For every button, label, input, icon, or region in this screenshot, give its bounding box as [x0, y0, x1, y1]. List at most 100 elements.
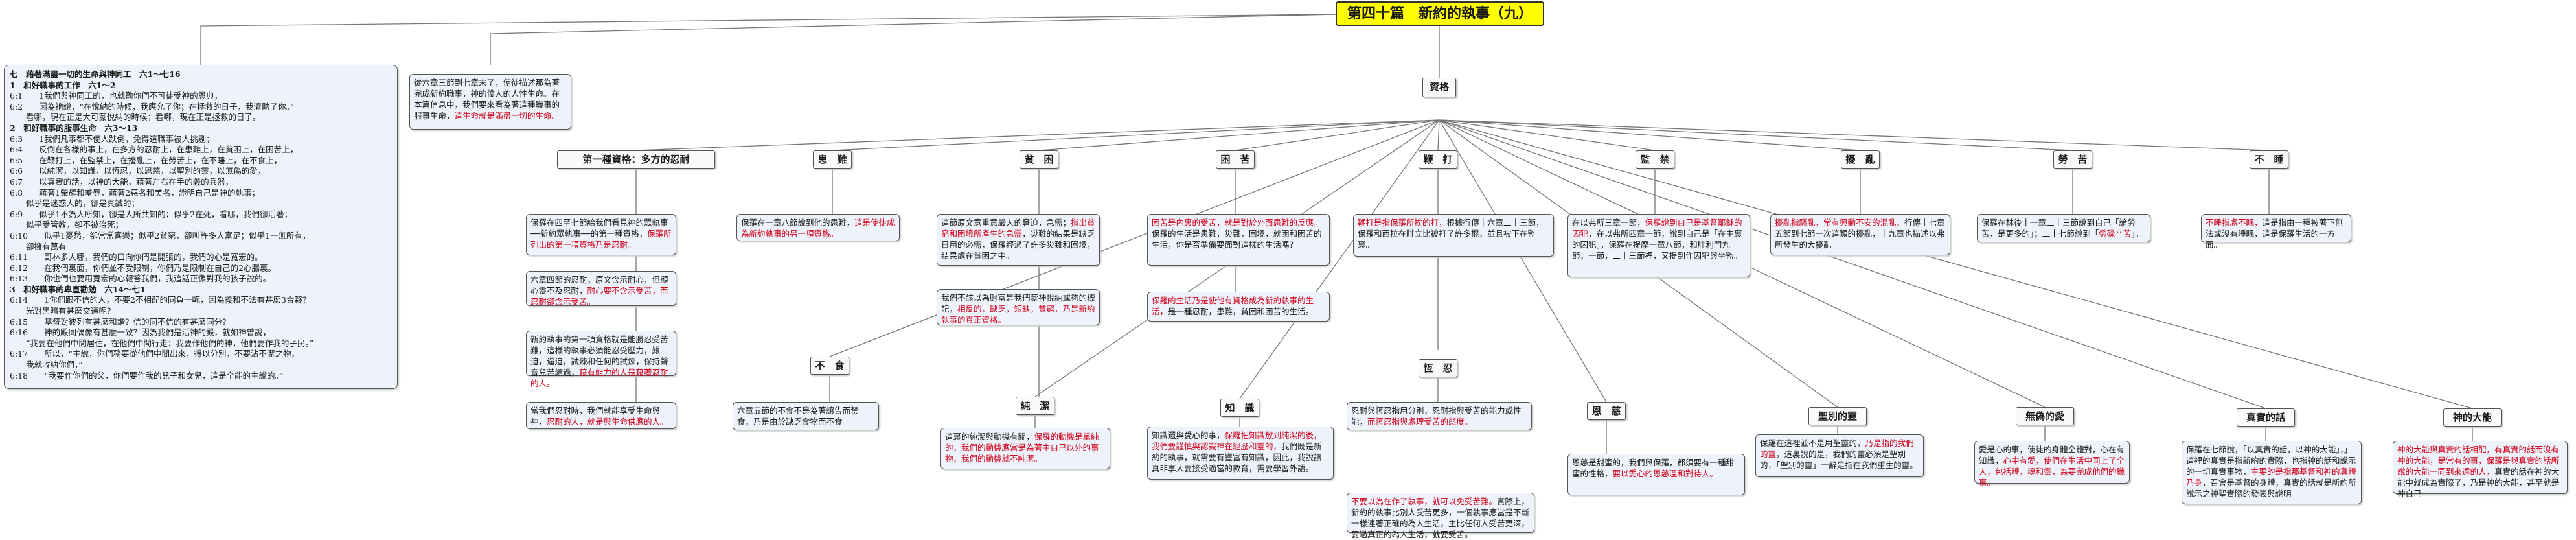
note-text: 當我們忍耐時，我們就能享受生命與神，: [530, 406, 661, 427]
verse-line: 6:1 1我們與神同工的，也就勸你們不可徒受神的恩典，: [10, 91, 223, 101]
note-distress-1: 困苦是內裏的受苦，就是對於外面患難的反應。保羅的生活是患難，災難，困境，就困和困…: [1147, 214, 1330, 266]
note-text: 是一種忍耐，患難，貧困和困苦的生活。: [1168, 307, 1314, 316]
note-text: ，災難的結果是缺乏日用的必需，保羅經過了許多災難和困境，結果處在貧困之中。: [941, 229, 1095, 261]
category-longsuffering: 恆 忍: [1419, 359, 1457, 377]
note-text: 保羅把知識放到純潔的後，我們要謹慎與認識神在經歷和靈的，: [1152, 430, 1322, 451]
note-text: 根據行傳十六章二十三節，保羅和西拉在腓立比被打了許多棍，並且被下在監裏。: [1358, 218, 1544, 250]
verse-line: 我就收納你們，”: [10, 360, 83, 370]
category-holy-spirit: 聖別的靈: [1808, 407, 1867, 425]
verse-line: 6:6 以純潔，以知識，以恆忍，以恩慈，以聖別的靈，以無偽的愛，: [10, 166, 266, 176]
note-text: 保羅的生活乃是使他有資格成為新約執事的生活，: [1152, 296, 1314, 316]
note-text: 」。: [2131, 229, 2144, 239]
note-fasting: 六章五節的不食不是為著讓告而禁食，乃是由於缺乏食物而不食。: [733, 402, 879, 430]
note-text: 忍耐的人，就是與生命供應的人。: [547, 417, 668, 427]
category-tumults: 擾 亂: [1841, 150, 1880, 169]
verse-line: 看哪，現在正是大可蒙悅納的時候；看哪，現在正是拯救的日子。: [10, 112, 261, 123]
note-text: 藉有能力的人是藉著忍耐的人。: [530, 368, 668, 388]
category-purity: 純 潔: [1016, 397, 1054, 415]
note-text: 保羅的生活是患難，災難，困境，就困和困苦的生活，你是否準備要面對這樣的生活嗎？: [1152, 229, 1322, 250]
category-word-of-truth: 真實的話: [2237, 408, 2295, 427]
verse-line: 6:16 神的殿同偶像有甚麼一致？因為我們是活神的殿，就如神曾說，: [10, 327, 271, 338]
verse-line: 6:9 似乎1不為人所知，卻是人所共知的；似乎2在死，看哪，我們卻活著；: [10, 209, 293, 219]
verse-line: 6:15 基督對彼列有甚麼和諧？信的同不信的有甚麼同分？: [10, 316, 231, 327]
category-kindness: 恩 慈: [1587, 402, 1626, 420]
verse-line: 6:17 所以，“主說，你們務要從他們中間出來，得以分別，不要沾不潔之物，: [10, 349, 299, 359]
verse-line: 光對黑暗有甚麼交通呢？: [10, 306, 115, 316]
note-text: 保羅在這裡並不是用聖靈的，: [1760, 438, 1865, 448]
note-text: 真實的話在神的大能中就成為實際了，乃是神的大能，甚至就是神自己。: [2397, 467, 2560, 499]
note-patience-3: 新約執事的第一項資格就是能勝忍受苦難，這樣的執事必須能忍受壓力，艱迫，逼迫，試煉…: [526, 331, 676, 388]
note-text: 要以愛心的恩慈溫和對待人。: [1612, 469, 1718, 478]
intro-note: 從六章三節到七章末了，使徒描述那為著完成新約職事，神的僕人的人性生命。在本篇信息…: [409, 74, 571, 130]
note-text: 這是使徒成為新約執事的另一項資格。: [741, 218, 895, 239]
note-distress-2: 保羅的生活乃是使他有資格成為新約執事的生活，是一種忍耐，患難，貧困和困苦的生活。: [1147, 292, 1330, 322]
category-patience: 第一種資格：多方的忍耐: [557, 150, 715, 169]
category-power-of-god: 神的大能: [2443, 408, 2502, 427]
note-patience-1: 保羅在四至七節給我們看見神的眾執事──新約眾執事──的第一種資格，保羅所列出的第…: [526, 214, 676, 255]
note-text: 不要以為在作了執事，就可以免受苦難。: [1351, 497, 1498, 506]
note-text: 這是指由一種被著下無法或沒有睡眠，這是保羅生活的一方面。: [2206, 218, 2343, 250]
note-unfeigned-love: 愛是心的事，使徒的身體全體對，心在有知識，心中有愛，使們在生活中同上了全人，包括…: [1974, 441, 2130, 487]
note-text: ，這裏說的是，我們的靈必須是聖別的，「聖別的靈」一辭是指在我們重生的靈。: [1760, 449, 1918, 470]
diagram-title: 第四十篇 新約的執事（九）: [1336, 1, 1544, 26]
note-kindness: 恩慈是甜蜜的，我們與保羅，都須要有一種甜蜜的性格，要以愛心的恩慈溫和對待人。: [1567, 454, 1745, 495]
verse-line: 6:18 “我要作你們的父，你們要作我的兒子和女兒，這是全能的主說的。”: [10, 370, 284, 381]
note-text: 乃是指的我們的靈: [1760, 438, 1914, 459]
note-text: 鞭打是指保羅所挨的打，: [1358, 218, 1447, 228]
note-holy-spirit: 保羅在這裡並不是用聖靈的，乃是指的我們的靈，這裏說的是，我們的靈必須是聖別的，「…: [1755, 434, 1924, 477]
category-poverty: 貧 困: [1020, 150, 1058, 169]
category-labors: 勞 苦: [2053, 150, 2092, 169]
note-text: 保羅在七節說，「以真實的話，以神的大能」，」這裡的真實是指新約的實際，也指神的話…: [2186, 445, 2356, 476]
note-knowledge: 知識還與愛心的事，保羅把知識放到純潔的後，我們要謹慎與認識神在經歷和靈的，我們既…: [1147, 427, 1334, 480]
verse-line: 6:4 反倒在各樣的事上，在多方的忍耐上，在患難上，在貧困上，在困苦上，: [10, 145, 299, 155]
category-affliction: 患 難: [813, 150, 852, 169]
note-labors: 保羅在林後十一章二十三節說到自己「論勞苦，是更多的」；二十七節說到「勞碌辛苦」。: [1977, 214, 2150, 242]
verse-line: 6:10 似乎1憂愁，卻常常喜樂；似乎2貧窮，卻叫許多人富足；似乎1一無所有，: [10, 230, 311, 241]
root-node: 資格: [1422, 78, 1456, 97]
verse-line: 似乎受管教，卻不被治死；: [10, 220, 124, 230]
note-tumults: 擾亂指騷亂，常有興動不安的混亂，行傳十七章五節到七節一次這類的擾亂，十九章也描述…: [1770, 214, 1950, 255]
note-poverty-2: 我們不該以為財富是我們蒙神悅納或夠的標記，相反的，缺乏，短缺，貧窮，乃是新約執事…: [937, 289, 1100, 325]
category-knowledge: 知 識: [1220, 399, 1259, 417]
note-text: 保羅的動機是單純的，我們的動機應當是為著主自己以外的事物，我們的動機就不純潔。: [945, 432, 1099, 464]
note-longsuffering: 忍耐與恆忍指用分別，忍耐指與受苦的能力或性能，而恆忍指與處理受苦的態度。: [1347, 402, 1532, 430]
note-power-of-god: 神的大能與真實的話相配，有真實的話而沒有神的大能，是常有的事，保羅是與真實的話所…: [2393, 441, 2568, 499]
note-text: 愛是心的事，使徒的身體全體對，心在有知識，: [1979, 445, 2125, 465]
note-text: 保羅在林後十一章二十三節說到自己「論勞苦，是更多的」；二十七節說到「: [1981, 218, 2136, 239]
note-text: 困苦是內裏的受苦，就是對於外面患難的反應。: [1152, 218, 1322, 228]
category-unfeigned-love: 無偽的愛: [2016, 407, 2074, 425]
category-prison: 監 禁: [1636, 150, 1674, 169]
verse-heading: 1 和好職事的工作 六1～2: [10, 80, 116, 90]
note-text: 我們既是新約的執事，就需要有豐富有知識，因此，我說讀真非享人要接受適當的教育，需…: [1152, 441, 1322, 473]
note-text: 相反的，缺乏，短缺，貧窮，乃是新約執事的真正資格。: [941, 304, 1095, 325]
note-word-of-truth: 保羅在七節說，「以真實的話，以神的大能」，」這裡的真實是指新約的實際，也指神的話…: [2182, 441, 2362, 504]
verse-line: 6:12 在我們裏面，你們並不受限制，你們乃是限制在自己的2心腸裏。: [10, 263, 277, 273]
note-text: 擾亂指騷亂，常有興動不安的混亂，: [1775, 218, 1905, 228]
category-sleepless: 不 睡: [2250, 150, 2288, 169]
note-text: 保羅說到自己是基督耶穌的囚犯: [1572, 218, 1742, 239]
note-text: 從六章三節到七章末了，使徒描述那為著完成新約職事，神的僕人的人性生命。在本篇信息…: [414, 78, 560, 121]
note-text: 忍耐與恆忍指用分別，忍耐指與受苦的能力或性能，: [1351, 406, 1522, 427]
note-beatings-2: 不要以為在作了執事，就可以免受苦難。實際上，新約的執事比別人受苦更多，一個執事應…: [1347, 493, 1534, 539]
note-text: 勞碌辛苦: [2099, 229, 2132, 239]
note-text: 神的大能與真實的話相配，有真實的話而沒有神的大能，是常有的事，保羅是與真實的話所…: [2397, 445, 2560, 476]
note-sleepless: 不睡指處不眠，這是指由一種被著下無法或沒有睡眠，這是保羅生活的一方面。: [2201, 214, 2351, 250]
verse-line: 6:11 哥林多人哪，我們的口向你們是開張的，我們的心是寬宏的。: [10, 252, 263, 263]
verse-line: 6:14 1你們跟不信的人，不要2不相配的同負一軛，因為義和不法有甚麼3合夥？: [10, 295, 311, 305]
note-text: 新約執事的第一項資格就是能勝忍受苦難，這樣的執事必須能忍受壓力，艱迫，逼迫，試煉…: [530, 335, 668, 377]
verse-line: 6:8 藉著1榮耀和羞辱，藉著2惡名和美名，證明自己是神的執事；: [10, 187, 260, 198]
note-text: 保羅所列出的第一項資格乃是忍耐。: [530, 229, 672, 250]
verse-line: 6:3 1我們凡事都不使人跌倒，免得這職事被人挑剔；: [10, 134, 214, 144]
note-prison: 在以弗所三章一節，保羅說到自己是基督耶穌的囚犯，在以弗所四章一節，說到自己是「在…: [1567, 214, 1750, 277]
verse-line: 卻擁有萬有。: [10, 241, 75, 252]
note-purity: 這裏的純潔與動機有關，保羅的動機是單純的，我們的動機應當是為著主自己以外的事物，…: [940, 428, 1110, 469]
note-text: 六章四節的忍耐，原文含示耐心，但顯心靈不及忍耐，: [530, 275, 668, 296]
note-text: 主要的是指那基督和神的真體乃身: [2186, 467, 2356, 487]
verse-line: 6:5 在鞭打上，在監禁上，在擾亂上，在勞苦上，在不睡上，在不食上，: [10, 155, 282, 165]
note-affliction: 保羅在一章八節說到他的患難，這是使徒成為新約執事的另一項資格。: [736, 214, 900, 241]
category-beatings: 鞭 打: [1419, 150, 1457, 169]
note-text: 六章五節的不食不是為著讓告而禁食，乃是由於缺乏食物而不食。: [737, 406, 859, 427]
note-text: 保羅在四至七節給我們看見神的眾執事──新約眾執事──的第一種資格，: [530, 218, 668, 239]
note-text: 這裏的純潔與動機有關，: [945, 432, 1034, 441]
